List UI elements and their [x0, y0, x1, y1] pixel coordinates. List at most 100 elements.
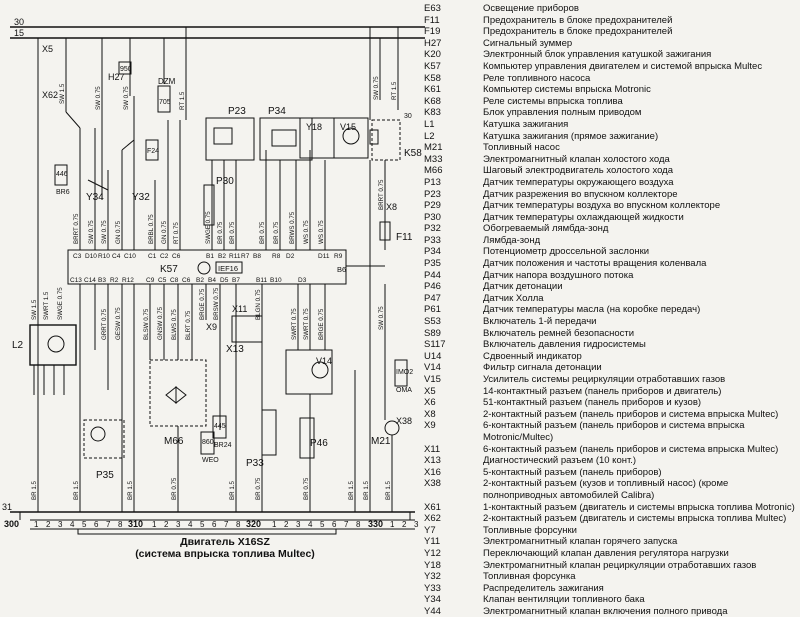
ecu-pin-b6: B6 — [337, 265, 346, 274]
svg-text:BR 0.75: BR 0.75 — [229, 221, 236, 244]
svg-text:WS 0.75: WS 0.75 — [318, 220, 325, 244]
svg-text:1: 1 — [272, 520, 277, 529]
legend-description: Компьютер системы впрыска Motronic — [483, 84, 651, 96]
legend-description: Блок управления полным приводом — [483, 107, 642, 119]
filter-v14-label: V14 — [316, 356, 332, 366]
legend-description: 2-контактный разъем (панель приборов и с… — [483, 408, 779, 420]
svg-text:B2: B2 — [218, 253, 226, 260]
svg-text:SW 0.75: SW 0.75 — [95, 86, 102, 110]
svg-text:BR 1.5: BR 1.5 — [363, 481, 370, 500]
svg-text:3: 3 — [176, 520, 181, 529]
legend-code: E63 — [424, 3, 441, 14]
legend-description: Сигнальный зуммер — [483, 37, 573, 49]
legend-description: Включатель давления гидросистемы — [483, 339, 646, 351]
svg-text:SW 0.75: SW 0.75 — [123, 86, 130, 110]
legend-code: P61 — [424, 304, 441, 316]
svg-text:950: 950 — [120, 66, 132, 73]
sensor-p46-label: P46 — [310, 438, 328, 449]
svg-text:8: 8 — [236, 520, 241, 529]
valve-y18-label: Y18 — [306, 122, 322, 132]
svg-text:BR 1.5: BR 1.5 — [31, 481, 38, 500]
tag-445 — [212, 415, 227, 439]
svg-text:R7: R7 — [241, 253, 250, 260]
sensor-p30-box — [203, 184, 215, 226]
svg-text:GESW 0.75: GESW 0.75 — [115, 307, 122, 340]
svg-text:C6: C6 — [172, 253, 181, 260]
legend-description: Топливные форсунки — [483, 524, 577, 536]
legend-description: Топливная форсунка — [483, 571, 576, 583]
legend-description: Потенциометр дроссельной заслонки — [483, 246, 650, 258]
legend-description: 5-контактный разъем (панель приборов) — [483, 466, 662, 478]
svg-text:R11: R11 — [229, 253, 241, 260]
svg-text:BR 1.5: BR 1.5 — [348, 481, 355, 500]
legend-code: K58 — [424, 72, 441, 84]
legend-description: Электромагнитный клапан включения полног… — [483, 605, 728, 617]
svg-text:SWRT 0.75: SWRT 0.75 — [291, 308, 298, 340]
legend-description: Включатель 1-й передачи — [483, 316, 597, 328]
dzm-label: DZM — [158, 77, 176, 86]
connector-x8-label: X8 — [386, 202, 397, 212]
tag-labels: 950 446 BR6 F24 705 445 BR24 860 WEO IMO… — [56, 66, 413, 464]
svg-text:R10: R10 — [98, 253, 110, 260]
svg-text:BRSW 0.75: BRSW 0.75 — [213, 287, 220, 320]
svg-text:SW 1.5: SW 1.5 — [31, 299, 38, 320]
fuse-f11 — [379, 221, 391, 241]
svg-text:SW 0.75: SW 0.75 — [101, 220, 108, 244]
svg-text:6: 6 — [212, 520, 217, 529]
legend-code: Y44 — [424, 605, 441, 617]
svg-text:2: 2 — [164, 520, 169, 529]
sensor-p34-symbol — [271, 129, 297, 147]
ecu-top-pins: C3 D10 R10 C4 C10 C1 C2 C6 B1 B2 R11 R7 … — [73, 253, 343, 260]
svg-text:WEO: WEO — [202, 457, 219, 464]
legend-description: Реле топливного насоса — [483, 72, 591, 84]
svg-text:BRRT 0.75: BRRT 0.75 — [73, 213, 80, 244]
legend-description: Фильтр сигнала детонации — [483, 362, 602, 374]
svg-text:WS 0.75: WS 0.75 — [303, 220, 310, 244]
svg-text:RT 1.5: RT 1.5 — [391, 81, 398, 100]
ground-pin-numbers: 1 2 3 4 5 6 7 8 1 2 3 4 5 6 7 8 1 2 3 4 … — [34, 520, 419, 529]
svg-text:SWGE 0.75: SWGE 0.75 — [205, 211, 212, 244]
svg-text:B8: B8 — [253, 253, 261, 260]
bus-31-label: 31 — [2, 502, 12, 512]
injector-y32-label: Y32 — [132, 192, 150, 203]
svg-text:B1: B1 — [206, 253, 214, 260]
legend-code: P32 — [424, 223, 441, 235]
svg-text:2: 2 — [284, 520, 289, 529]
legend-description: Датчик разрежения во впускном коллекторе — [483, 188, 678, 200]
legend-code: X8 — [424, 408, 436, 420]
sensor-p35-box — [83, 419, 125, 459]
svg-text:GN 0.75: GN 0.75 — [115, 220, 122, 244]
tag-705 — [157, 85, 171, 113]
legend-description: Освещение приборов — [483, 3, 579, 14]
svg-text:D10: D10 — [85, 253, 97, 260]
svg-text:6: 6 — [94, 520, 99, 529]
legend-code: P23 — [424, 188, 441, 200]
connector-x13-label: X13 — [226, 344, 244, 355]
svg-text:C5: C5 — [158, 277, 167, 284]
legend-code: M21 — [424, 142, 443, 154]
svg-text:GRRT 0.75: GRRT 0.75 — [101, 308, 108, 340]
sensor-p46-box — [299, 417, 315, 459]
legend-description: Катушка зажигания (прямое зажигание) — [483, 130, 659, 142]
wiring-diagram: 30 15 31 300 310 320 330 1 2 3 4 5 6 7 8… — [2, 17, 425, 535]
svg-text:BR 0.75: BR 0.75 — [303, 477, 310, 500]
legend-description: Клапан вентиляции топливного бака — [483, 594, 645, 606]
svg-text:BR 1.5: BR 1.5 — [73, 481, 80, 500]
legend-code: Y32 — [424, 571, 441, 583]
svg-text:8: 8 — [118, 520, 123, 529]
svg-text:5: 5 — [320, 520, 325, 529]
ground-320-label: 320 — [246, 519, 261, 529]
